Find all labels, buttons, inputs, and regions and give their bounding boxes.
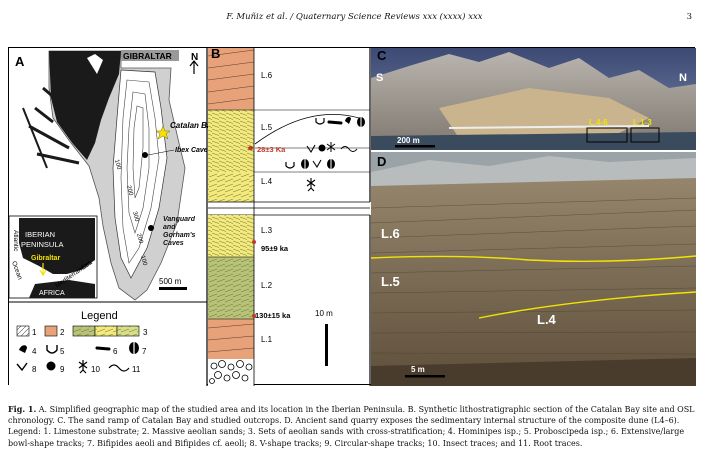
outcrop-label-l1-3: L.1-3 [633,118,652,127]
page-number: 3 [686,12,692,22]
caption-label: Fig. 1. [8,404,37,414]
panel-d-letter: D [377,154,386,169]
inset-atlantic: Atlantic [12,230,19,252]
column-unit-l2: L.2 [261,281,273,290]
column-unit-l6: L.6 [261,71,273,80]
boundary-l6-l5 [370,255,697,263]
osl-date-95ka: 95±9 ka [261,244,289,253]
circular-track-icon [46,361,56,371]
panel-c-photo: C S N L.4-6 L.1-3 200 m [371,48,696,150]
legend-item-8: 8 [32,365,37,374]
north-arrow-label: N [191,52,198,63]
ibex-cave-marker [142,152,148,158]
photo-c-scale-label: 200 m [397,136,420,145]
panel-b-column: B L.6 L.5 L.4 L.3 L.2 L.1 28±3 Ka 95±9 k… [206,46,371,386]
column-scale-label: 10 m [315,309,333,318]
outcrop-box-l4-6 [586,127,628,143]
site-star-icon [155,125,171,140]
vanguard-gorham-label: Vanguard and Gorham's Caves [163,216,196,247]
legend-item-4: 4 [32,347,37,356]
legend-item-10: 10 [91,365,100,374]
photo-unit-l5: L.5 [381,274,400,289]
caption-text: A. Simplified geographic map of the stud… [8,405,695,448]
inset-peninsula: PENINSULA [21,240,64,249]
inset-gibraltar: Gibraltar [31,255,60,262]
column-unit-l4: L.4 [261,177,273,186]
rock-ridge [112,69,168,279]
figure-canvas: 100 200 300 200 100 A GIBRALTAR N Catala… [8,46,697,386]
legend-cross-sand-swatch [73,326,139,336]
legend-massive-sand-swatch [44,325,58,337]
photo-d-scale-bar [405,375,445,378]
insect-trace-icon [78,360,88,374]
figure-caption: Fig. 1. A. Simplified geographic map of … [8,404,698,449]
legend-limestone-swatch [16,325,30,337]
hominipes-icon [19,345,27,353]
legend: Legend 1 2 3 4 5 6 7 8 9 10 11 [9,301,207,374]
proboscipeda-icon [46,345,58,354]
inset-map: IBERIAN PENINSULA Gibraltar Atlantic Oce… [8,215,98,299]
page-header: F. Muñiz et al. / Quaternary Science Rev… [0,12,709,26]
legend-item-7: 7 [142,347,147,356]
panel-a-letter: A [15,54,25,69]
column-scale-bar [325,324,328,366]
ibex-cave-label: Ibex Cave [175,147,208,154]
column-unit-l1: L.1 [261,335,273,344]
legend-item-9: 9 [60,365,65,374]
vanguard-cave-marker [148,225,154,231]
panel-c-north: N [679,72,687,84]
map-scale-bar [159,287,187,290]
legend-title: Legend [81,310,118,322]
catalan-bay-label: Catalan Bay [170,121,216,130]
north-arrow-icon [189,60,199,74]
panel-d-photo: D L.6 L.5 L.4 5 m [370,150,697,386]
panel-c-letter: C [377,48,387,63]
v-shape-icon [16,362,28,372]
town-area [49,51,121,160]
legend-item-5: 5 [60,347,65,356]
outcrop-box-l1-3 [630,127,660,143]
map-scale-label: 500 m [159,277,182,286]
legend-item-11: 11 [132,365,141,374]
panel-c-south: S [376,72,383,84]
photo-unit-l4: L.4 [537,312,557,327]
column-unit-l3: L.3 [261,226,273,235]
outcrop-label-l4-6: L.4-6 [589,118,608,127]
column-unit-l5: L.5 [261,123,273,132]
legend-item-1: 1 [32,328,37,337]
contour-label: 100 [113,159,122,171]
bowl-track-icon [95,346,111,351]
photo-unit-l6: L.6 [381,226,400,241]
contour-label: 200 [125,185,134,197]
legend-item-6: 6 [113,347,118,356]
osl-date-28ka: 28±3 Ka [257,145,286,154]
legend-item-2: 2 [60,328,65,337]
panel-b-letter: B [211,48,220,61]
inset-africa: AFRICA [39,290,65,297]
osl-date-130ka: 130±15 ka [255,311,291,320]
root-trace-icon [108,364,130,372]
gibraltar-label: GIBRALTAR [123,51,172,61]
contour-label: 100 [139,255,148,267]
journal-citation: F. Muñiz et al. / Quaternary Science Rev… [226,12,483,22]
contour-label: 200 [135,233,144,245]
legend-item-3: 3 [143,328,148,337]
figure-1: 100 200 300 200 100 A GIBRALTAR N Catala… [8,46,697,386]
photo-c-scale-bar [395,145,435,148]
panel-a-map: 100 200 300 200 100 A GIBRALTAR N Catala… [8,48,216,386]
boundary-l5-l4 [478,291,697,319]
photo-d-scale-label: 5 m [411,365,425,374]
contour-label: 300 [131,211,140,223]
inset-iberian: IBERIAN [25,230,55,239]
